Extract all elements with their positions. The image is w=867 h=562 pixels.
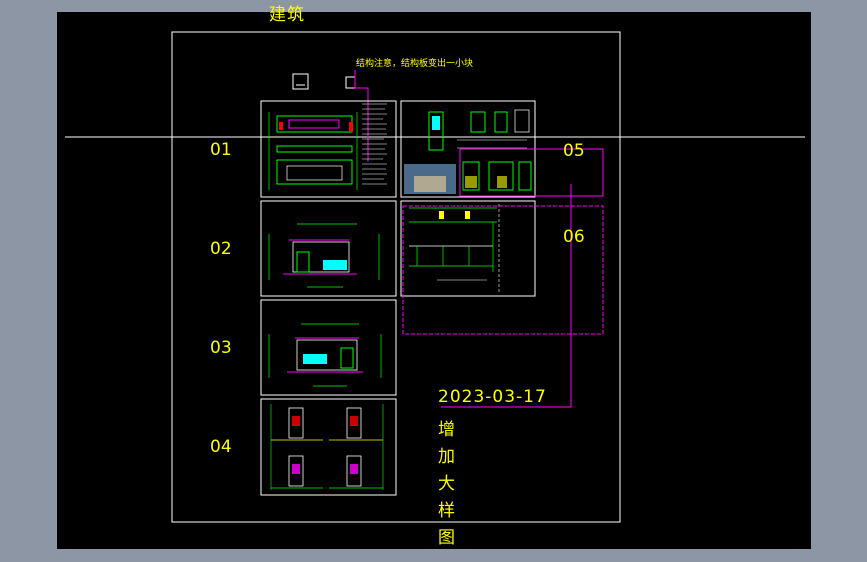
note-leader-line [354,70,369,162]
structure-note: 结构注意，结构板变出一小块 [356,59,474,69]
revision-note-char-1: 增 [438,420,455,440]
sheet-05[interactable] [400,100,536,198]
sheet-label-06: 06 [563,227,585,247]
outer-frame [171,31,621,523]
sheet-label-02: 02 [210,239,232,259]
sheet-04[interactable] [260,398,397,496]
cad-model-space[interactable]: 建筑 结构注意，结构板变出一小块 01 02 03 04 05 06 2023-… [57,5,811,549]
revision-note-char-3: 大 [438,474,455,494]
revision-leader-line [441,184,572,408]
section-mark-symbol [292,73,309,90]
revision-date: 2023-03-17 [438,387,547,407]
revision-note-char-5: 图 [438,528,455,548]
sheet-label-05: 05 [563,141,585,161]
revision-box-05 [459,148,604,197]
sheet-label-03: 03 [210,338,232,358]
drawing-title: 建筑 [269,5,305,25]
drawing-canvas[interactable] [57,12,811,549]
sheet-03[interactable] [260,299,397,396]
sheet-label-01: 01 [210,140,232,160]
revision-note-char-2: 加 [438,447,455,467]
revision-box-06 [402,205,604,335]
sheet-02[interactable] [260,200,397,297]
revision-note-char-4: 样 [438,501,455,521]
sheet-label-04: 04 [210,437,232,457]
detail-mark-symbol [345,76,356,89]
sheet-01[interactable] [260,100,397,198]
sheet-06[interactable] [400,200,536,297]
